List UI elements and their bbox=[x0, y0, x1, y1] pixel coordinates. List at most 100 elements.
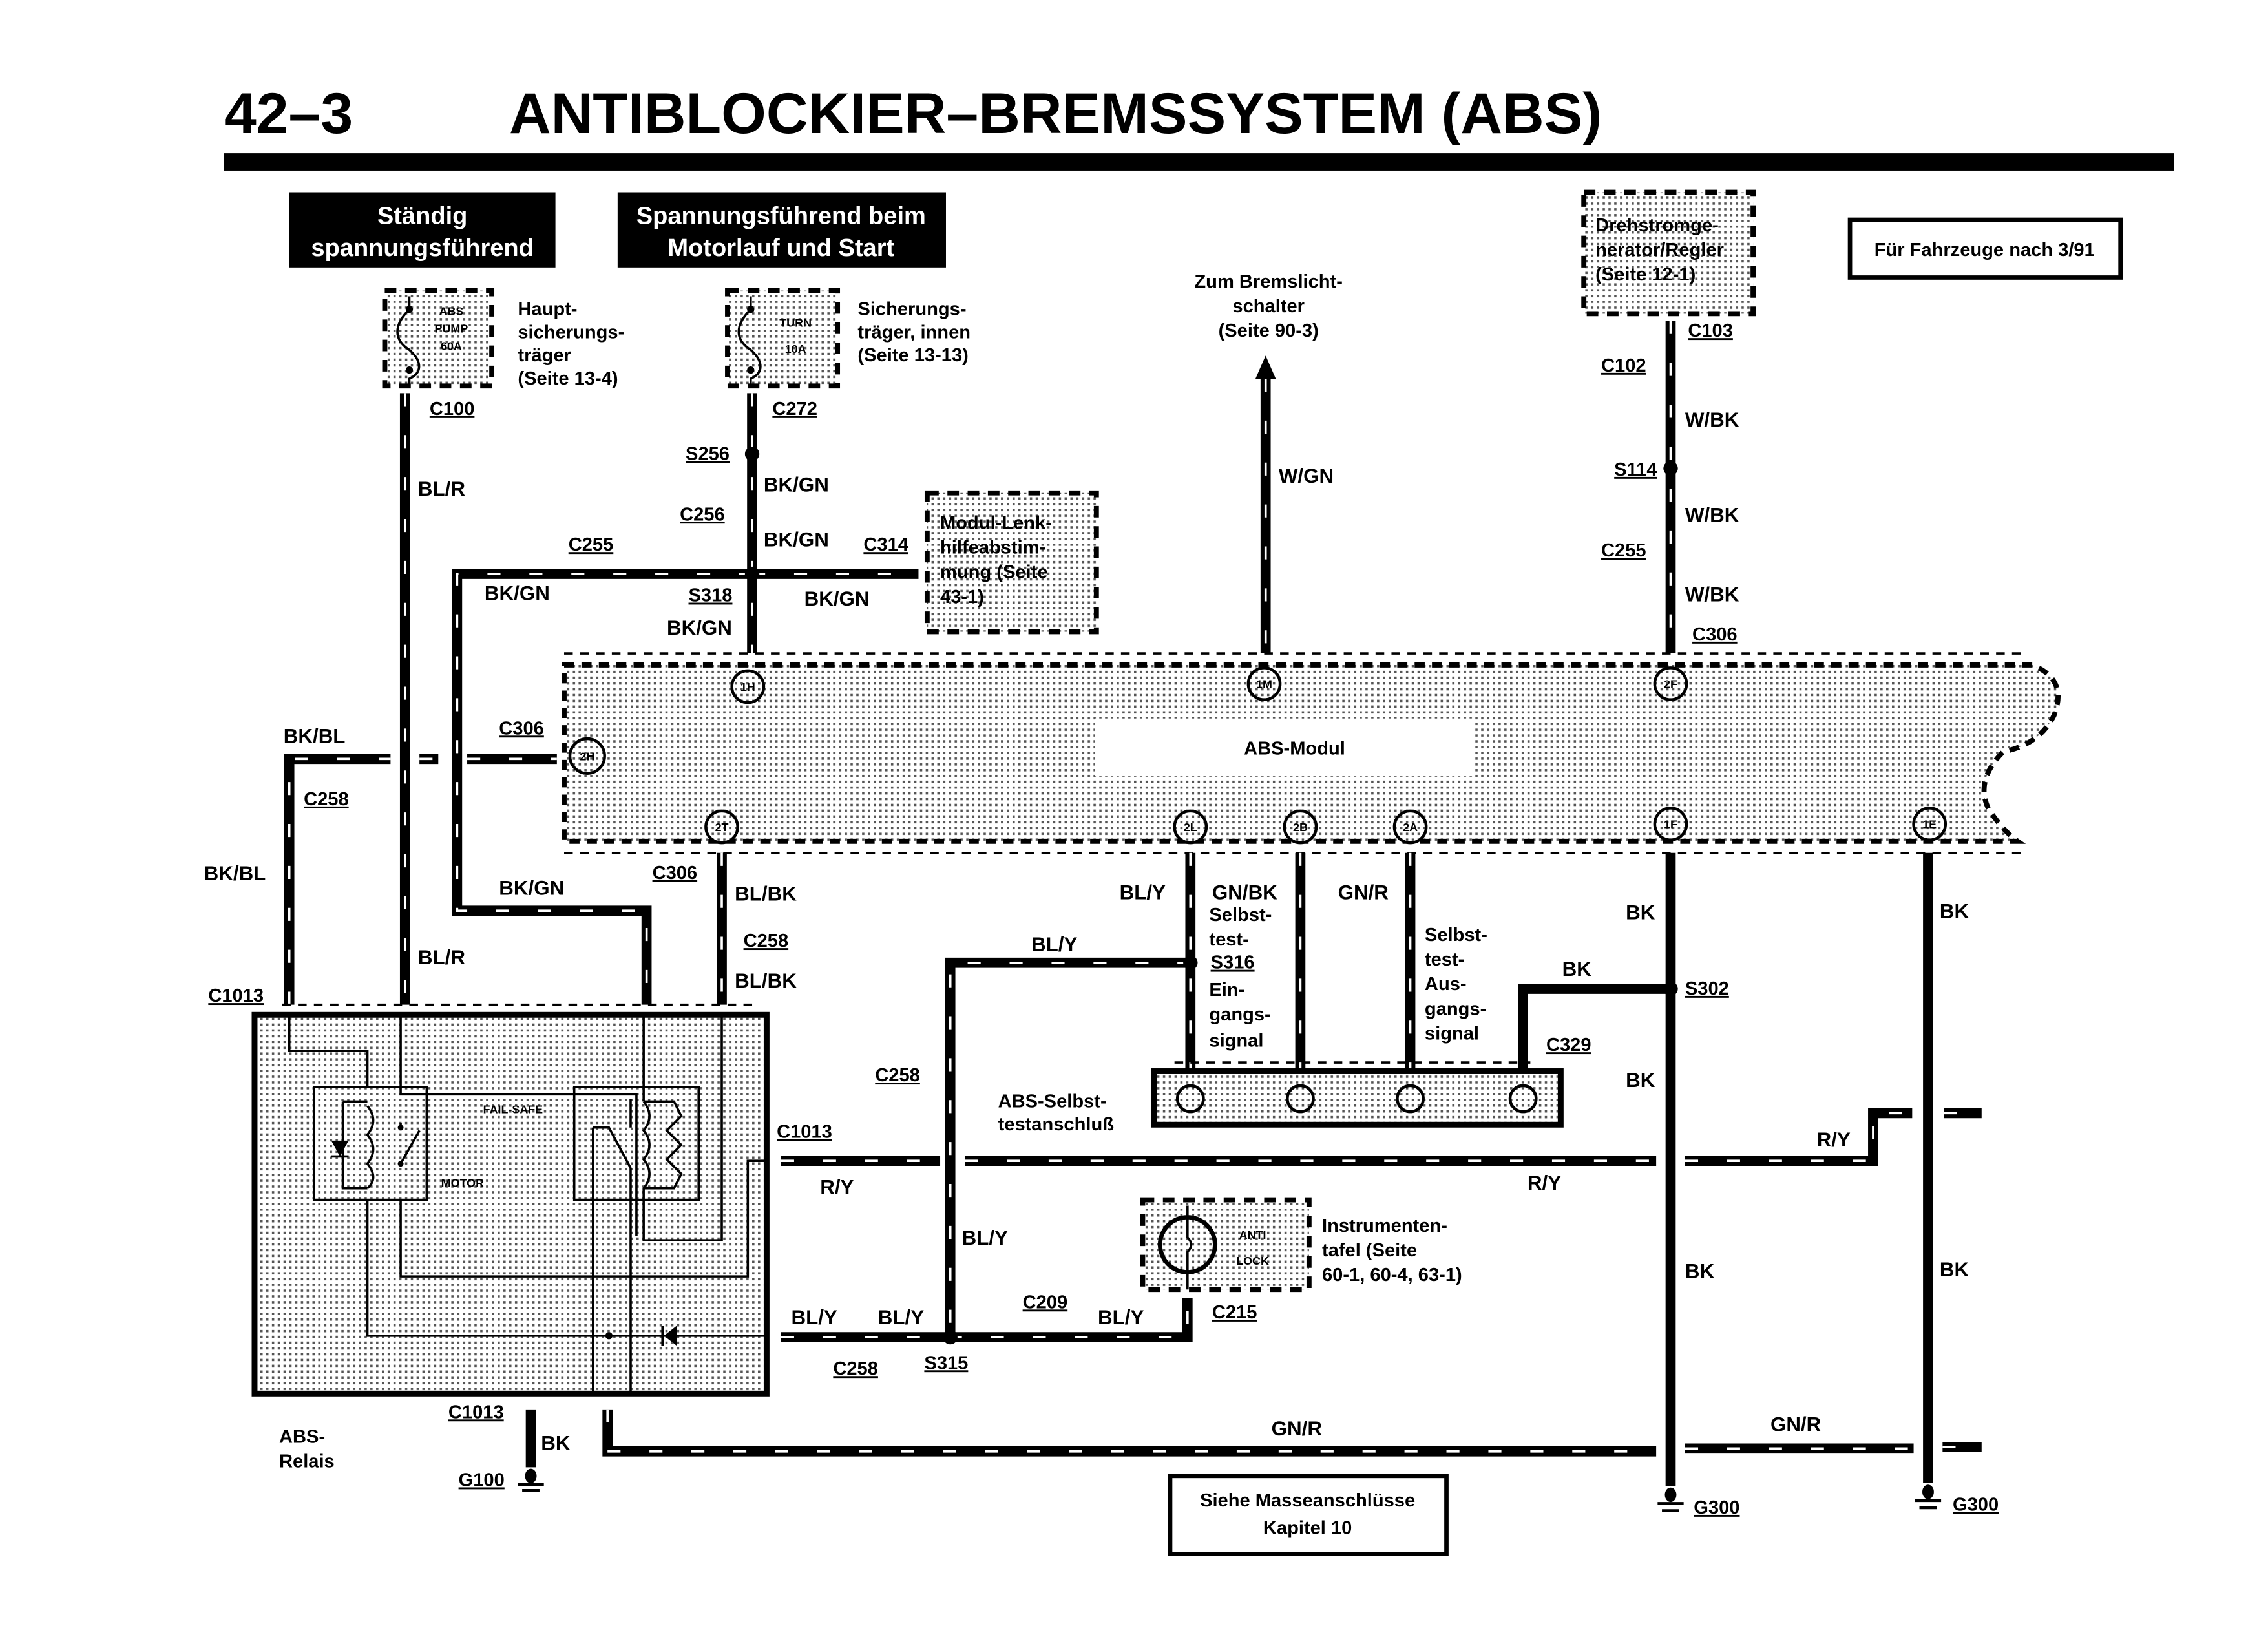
svg-text:schalter: schalter bbox=[1232, 296, 1305, 317]
svg-text:R/Y: R/Y bbox=[1817, 1128, 1851, 1151]
svg-text:C100: C100 bbox=[430, 399, 475, 419]
svg-text:GN/BK: GN/BK bbox=[1212, 881, 1277, 903]
svg-text:G300: G300 bbox=[1694, 1497, 1739, 1518]
fuse-turn-description: Sicherungs- träger, innen (Seite 13-13) bbox=[857, 299, 971, 366]
splice-s316 bbox=[1183, 955, 1198, 970]
steering-assist-module: Modul-Lenk- hilfeabstim- mung (Seite 43-… bbox=[924, 490, 1099, 635]
svg-text:ANTI: ANTI bbox=[1239, 1229, 1266, 1241]
svg-text:C306: C306 bbox=[499, 718, 544, 739]
svg-text:MOTOR: MOTOR bbox=[441, 1176, 484, 1189]
svg-text:C329: C329 bbox=[1546, 1035, 1591, 1055]
abs-module-label: ABS-Modul bbox=[1244, 739, 1345, 759]
wire-r-y-tracer bbox=[781, 1112, 1982, 1162]
wire-bk-c329 bbox=[1518, 984, 1671, 1072]
svg-text:Relais: Relais bbox=[279, 1451, 335, 1472]
svg-text:C215: C215 bbox=[1212, 1302, 1257, 1323]
abs-module: ABS-Modul bbox=[562, 652, 2061, 854]
fail-safe-relay bbox=[572, 1086, 700, 1201]
svg-text:nerator/Regler: nerator/Regler bbox=[1595, 240, 1724, 260]
svg-text:BK/GN: BK/GN bbox=[804, 587, 870, 610]
wire-color-labels: BL/R BL/R BK/GN BK/GN BK/GN BK/GN BK/GN … bbox=[204, 408, 1969, 1455]
brake-light-switch-reference: Zum Bremslicht- schalter (Seite 90-3) bbox=[1194, 271, 1343, 379]
svg-text:1H: 1H bbox=[740, 681, 755, 693]
svg-text:Sicherungs-: Sicherungs- bbox=[857, 299, 966, 320]
svg-text:Drehstromge-: Drehstromge- bbox=[1595, 215, 1719, 236]
svg-text:PUMP: PUMP bbox=[435, 322, 468, 335]
svg-text:S114: S114 bbox=[1614, 460, 1657, 480]
svg-text:BK: BK bbox=[1685, 1260, 1715, 1282]
svg-text:2F: 2F bbox=[1664, 678, 1677, 691]
svg-text:S302: S302 bbox=[1685, 978, 1729, 999]
svg-text:1F: 1F bbox=[1664, 818, 1677, 831]
svg-text:mung (Seite: mung (Seite bbox=[940, 562, 1047, 583]
svg-text:S318: S318 bbox=[689, 586, 733, 606]
svg-text:Aus-: Aus- bbox=[1425, 974, 1467, 995]
module-pin-2a: 2A bbox=[1392, 809, 1428, 845]
motor-relay bbox=[312, 1086, 428, 1201]
svg-text:60-1, 60-4, 63-1): 60-1, 60-4, 63-1) bbox=[1322, 1265, 1462, 1285]
svg-text:Spannungsführend beim: Spannungsführend beim bbox=[636, 203, 926, 230]
diode-icon bbox=[664, 1326, 677, 1346]
svg-text:(Seite 13-13): (Seite 13-13) bbox=[857, 345, 968, 366]
svg-text:G300: G300 bbox=[1953, 1495, 1999, 1516]
ground-g100: G100 bbox=[459, 1468, 544, 1492]
svg-text:signal: signal bbox=[1209, 1030, 1263, 1051]
svg-text:C314: C314 bbox=[863, 534, 908, 555]
module-pin-2b: 2B bbox=[1283, 809, 1318, 845]
svg-text:ABS-: ABS- bbox=[279, 1426, 325, 1447]
svg-text:testanschluß: testanschluß bbox=[998, 1114, 1114, 1135]
svg-text:10A: 10A bbox=[785, 343, 806, 355]
svg-text:LOCK: LOCK bbox=[1236, 1254, 1269, 1267]
svg-text:C255: C255 bbox=[1601, 540, 1646, 561]
splice-s114 bbox=[1663, 461, 1678, 476]
svg-text:Für Fahrzeuge nach 3/91: Für Fahrzeuge nach 3/91 bbox=[1874, 240, 2095, 260]
svg-text:träger, innen: träger, innen bbox=[857, 322, 971, 343]
svg-text:Zum Bremslicht-: Zum Bremslicht- bbox=[1194, 271, 1343, 292]
svg-text:C1013: C1013 bbox=[777, 1121, 832, 1142]
svg-text:BL/Y: BL/Y bbox=[791, 1306, 837, 1329]
self-test-input-signal-label: Selbst- test- Ein- gangs- signal bbox=[1209, 905, 1272, 1051]
svg-text:2A: 2A bbox=[1403, 821, 1418, 834]
svg-text:gangs-: gangs- bbox=[1209, 1004, 1270, 1025]
arrow-up-icon bbox=[1255, 355, 1276, 379]
anti-lock-warning-lamp: ANTI LOCK bbox=[1140, 1197, 1312, 1293]
run-start-header: Spannungsführend beim Motorlauf und Star… bbox=[617, 192, 946, 268]
wire-bk-bl-2h-tracer bbox=[288, 757, 557, 1005]
svg-text:43-1): 43-1) bbox=[940, 587, 984, 607]
fuse-icon bbox=[396, 296, 421, 388]
module-pin-1f: 1F bbox=[1653, 807, 1688, 841]
svg-text:C258: C258 bbox=[744, 931, 789, 951]
instrument-panel-label: Instrumenten- tafel (Seite 60-1, 60-4, 6… bbox=[1322, 1216, 1462, 1285]
svg-text:(Seite 13-4): (Seite 13-4) bbox=[518, 368, 618, 389]
svg-text:signal: signal bbox=[1425, 1023, 1479, 1044]
module-pin-1h: 1H bbox=[730, 669, 766, 704]
svg-text:C306: C306 bbox=[653, 863, 698, 883]
svg-text:Selbst-: Selbst- bbox=[1425, 925, 1487, 945]
ground-g300-right: G300 bbox=[1915, 1484, 1999, 1515]
svg-text:R/Y: R/Y bbox=[1528, 1172, 1561, 1194]
svg-text:(Seite 12-1): (Seite 12-1) bbox=[1595, 264, 1696, 285]
relay-coil-icon bbox=[642, 1101, 651, 1189]
wire-bl-y-relay-lamp-tracer bbox=[781, 1298, 1189, 1338]
svg-text:Selbst-: Selbst- bbox=[1209, 905, 1272, 925]
page-number: 42–3 bbox=[224, 81, 353, 145]
resistor-icon bbox=[644, 1100, 683, 1190]
svg-text:BL/Y: BL/Y bbox=[1031, 933, 1077, 956]
svg-text:BK/BL: BK/BL bbox=[284, 725, 346, 748]
svg-text:R/Y: R/Y bbox=[820, 1176, 854, 1199]
svg-text:C1013: C1013 bbox=[208, 986, 264, 1006]
wire-bk-gn-to-relay-tracer bbox=[456, 573, 753, 1005]
svg-text:Modul-Lenk-: Modul-Lenk- bbox=[940, 513, 1052, 534]
svg-text:2T: 2T bbox=[715, 821, 729, 834]
svg-text:sicherungs-: sicherungs- bbox=[518, 322, 624, 343]
svg-text:2H: 2H bbox=[580, 750, 594, 763]
header-rule bbox=[224, 153, 2174, 171]
svg-text:C256: C256 bbox=[680, 504, 725, 525]
diode-icon bbox=[331, 1140, 349, 1157]
svg-text:C258: C258 bbox=[304, 789, 349, 810]
svg-text:W/BK: W/BK bbox=[1685, 408, 1739, 431]
module-pin-2t: 2T bbox=[704, 809, 739, 845]
svg-text:GN/R: GN/R bbox=[1272, 1417, 1322, 1440]
